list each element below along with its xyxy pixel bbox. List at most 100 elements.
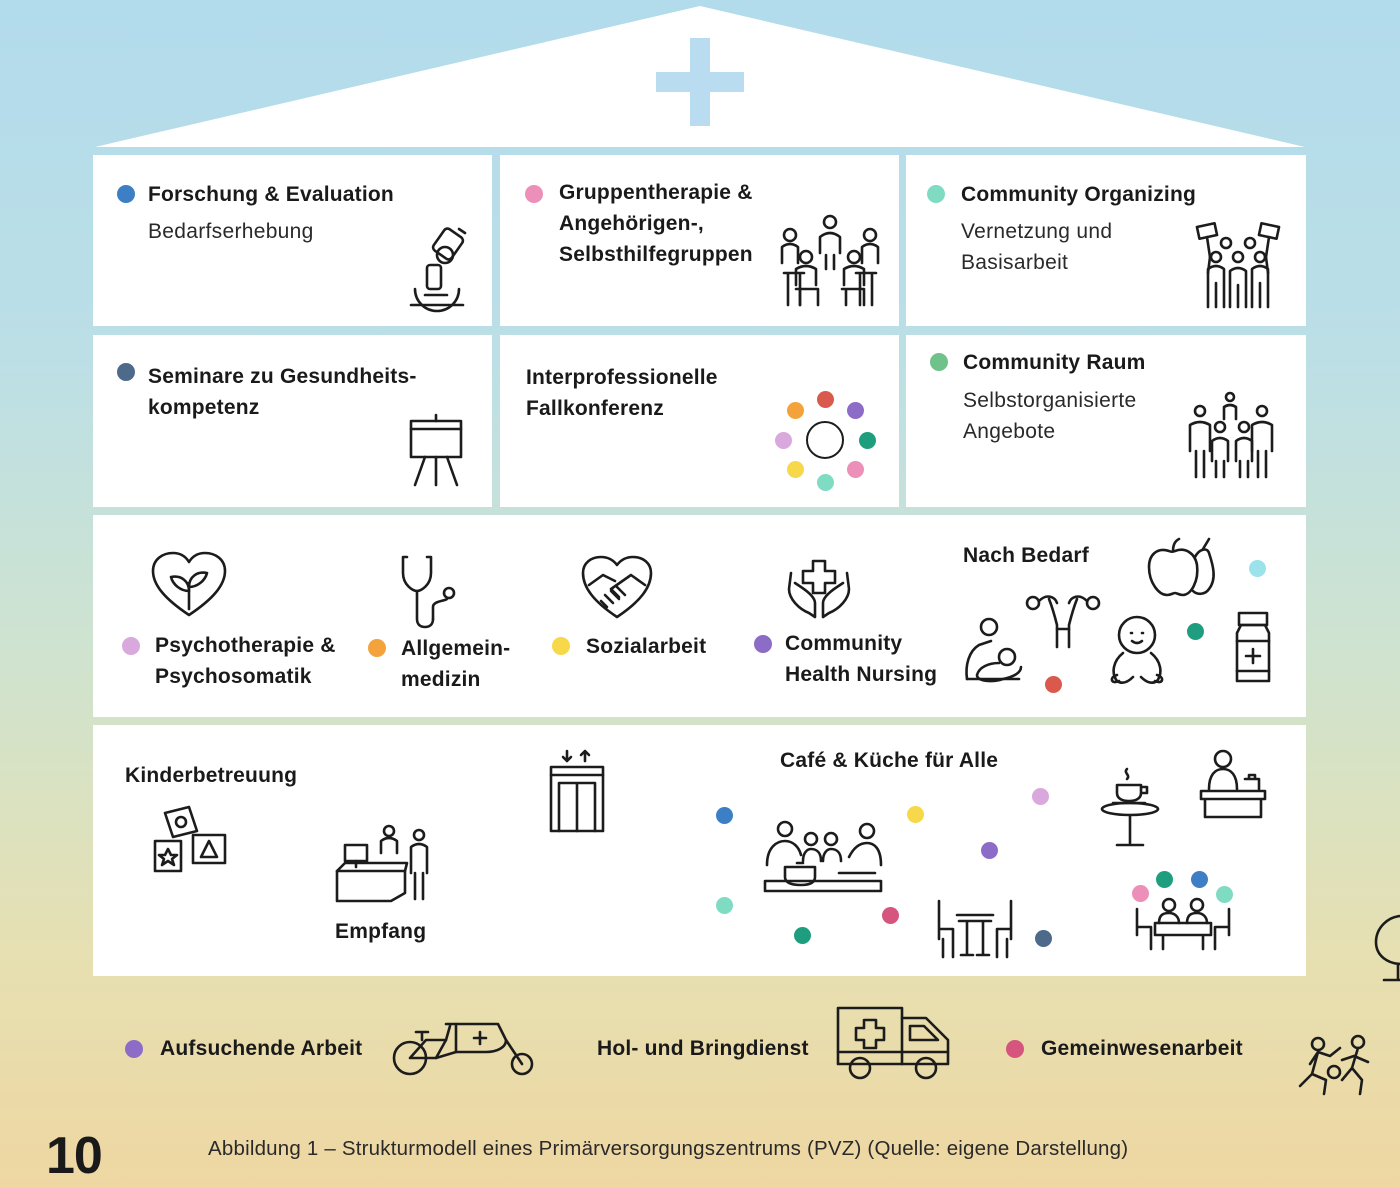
allgemeinmedizin-title-line-2: medizin [401,668,481,691]
dot-purple [981,842,998,859]
bullet-lilac [122,637,140,655]
cooking-group-icon [763,820,883,893]
dot-pink [847,461,864,478]
community-health-title-line-1: Community [785,632,903,655]
community-organizing-sub-line-2: Basisarbeit [961,251,1069,274]
elevator-icon [549,749,605,833]
aufsuchende-title: Aufsuchende Arbeit [160,1037,363,1060]
dot-blue [716,807,733,824]
dot-yellow [907,806,924,823]
panel-community-raum: Community Raum Selbstorganisierte Angebo… [906,335,1306,507]
dot-purple [847,402,864,419]
community-organizing-sub-line-1: Vernetzung und [961,220,1113,243]
sozialarbeit-title: Sozialarbeit [586,635,707,658]
ambulance-icon [834,1004,952,1082]
fallkonferenz-title-line-2: Fallkonferenz [526,397,664,420]
protest-group-icon [1195,221,1281,309]
bullet-mint [927,185,945,203]
seminare-title-line-1: Seminare zu Gesundheits- [148,365,417,388]
panel-gruppentherapie: Gruppentherapie & Angehörigen-, Selbsthi… [500,155,899,326]
seminare-title-line-2: kompetenz [148,396,260,419]
panel-fallkonferenz: Interprofessionelle Fallkonferenz [500,335,899,507]
gruppentherapie-title-line-3: Selbsthilfegruppen [559,243,753,266]
house-roof [95,6,1305,147]
dot-teal [859,432,876,449]
uterus-icon [1025,589,1101,649]
bullet-purple [125,1040,143,1058]
psychotherapie-title-line-2: Psychosomatik [155,665,312,688]
fallkonferenz-title-line-1: Interprofessionelle [526,366,718,389]
dot-pink [1132,885,1149,902]
panel-forschung: Forschung & Evaluation Bedarfserhebung [93,155,492,326]
dot-teal [794,927,811,944]
dot-teal [1156,871,1173,888]
kinderbetreuung-title: Kinderbetreuung [125,764,298,787]
nach-bedarf-title: Nach Bedarf [963,544,1089,567]
cargo-bike-icon [392,1018,536,1076]
tree-icon [1372,912,1400,984]
empfang-title: Empfang [335,920,427,943]
bullet-blue [117,185,135,203]
cafe-title: Café & Küche für Alle [780,749,999,772]
allgemeinmedizin-title-line-1: Allgemein- [401,637,511,660]
meeting-table-icon [1133,895,1233,951]
panel-seminare: Seminare zu Gesundheits- kompetenz [93,335,492,507]
medical-cross-icon [656,38,744,126]
dot-rose [882,907,899,924]
gemeinwesen-title: Gemeinwesenarbeit [1041,1037,1243,1060]
panel-gemeinschaft: Kinderbetreuung Empfang Café & Küche für… [93,725,1306,976]
dining-table-icon [935,899,1015,959]
stethoscope-icon [399,555,459,629]
gruppentherapie-title-line-1: Gruppentherapie & [559,181,753,204]
community-raum-sub-line-2: Angebote [963,420,1056,443]
forschung-subtitle: Bedarfserhebung [148,220,314,243]
dot-red [1045,676,1062,693]
panel-fachbereiche: Psychotherapie & Psychosomatik Allgemein… [93,515,1306,717]
heart-handshake-icon [581,555,653,619]
community-play-icon [1296,1034,1376,1096]
community-raum-title: Community Raum [963,351,1146,374]
community-health-title-line-2: Health Nursing [785,663,938,686]
dot-lilac [1032,788,1049,805]
dot-mint [817,474,834,491]
center-circle [806,421,844,459]
figure-caption: Abbildung 1 – Strukturmodell eines Primä… [208,1137,1129,1160]
page-number: 10 [46,1127,103,1185]
bullet-slate [117,363,135,381]
dot-red [817,391,834,408]
gruppentherapie-title-line-2: Angehörigen-, [559,212,704,235]
bullet-pink [525,185,543,203]
dot-cyan [1249,560,1266,577]
breastfeeding-icon [963,617,1025,685]
community-organizing-title: Community Organizing [961,183,1196,206]
bullet-rose [1006,1040,1024,1058]
bullet-orange [368,639,386,657]
dot-yellow [787,461,804,478]
psychotherapie-title-line-1: Psychotherapie & [155,634,336,657]
toy-blocks-icon [153,805,227,873]
dot-mint [716,897,733,914]
dot-teal [1187,623,1204,640]
people-group-icon [1186,391,1276,479]
microscope-icon [405,225,467,313]
barista-icon [1199,749,1269,819]
bullet-purple [754,635,772,653]
forschung-title: Forschung & Evaluation [148,183,394,206]
panel-community-organizing: Community Organizing Vernetzung und Basi… [906,155,1306,326]
dot-mint [1216,886,1233,903]
dot-lilac [775,432,792,449]
heart-leaf-icon [151,551,227,617]
reception-desk-icon [335,823,429,905]
medicine-bottle-icon [1233,611,1273,683]
dot-slate [1035,930,1052,947]
baby-icon [1105,615,1169,687]
bullet-yellow [552,637,570,655]
dot-orange [787,402,804,419]
flipchart-icon [409,413,463,487]
fruit-icon [1147,535,1217,597]
hands-cross-icon [787,559,851,619]
coffee-table-icon [1099,767,1161,847]
community-raum-sub-line-1: Selbstorganisierte [963,389,1137,412]
bullet-green [930,353,948,371]
holdienst-title: Hol- und Bringdienst [597,1037,809,1060]
